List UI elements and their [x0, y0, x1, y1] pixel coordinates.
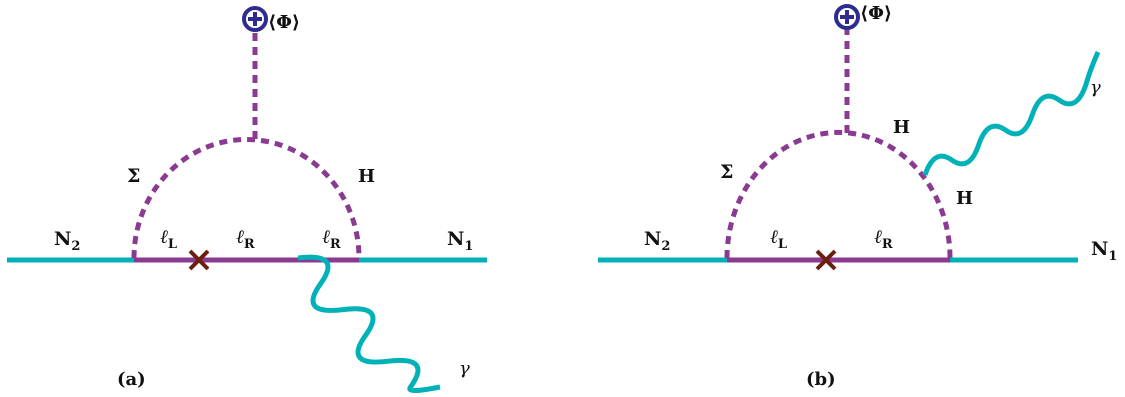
h-label: H [358, 166, 375, 187]
photon-wave [297, 254, 441, 393]
caption-a: (a) [117, 369, 146, 390]
vev-label: ⟨Φ⟩ [268, 12, 300, 33]
circled-plus-icon [242, 6, 268, 32]
h-upper-label: H [893, 117, 910, 138]
lepton-l-label: ℓL [160, 226, 177, 252]
scalar-loop-arc [724, 130, 953, 259]
caption-b: (b) [806, 369, 836, 390]
photon-label: γ [1090, 77, 1101, 98]
photon-wave [922, 50, 1101, 176]
n2-label: N2 [54, 228, 80, 254]
diagram-a: ⟨Φ⟩ N2 N1 Σ H ℓL ℓR ℓR γ (a) [7, 6, 487, 393]
n2-label: N2 [644, 228, 670, 254]
diagram-b: ⟨Φ⟩ N2 N1 Σ H H ℓL ℓR γ (b) [598, 3, 1117, 390]
lepton-r-label: ℓR [322, 226, 341, 252]
cross-icon [815, 249, 837, 271]
cross-icon [188, 249, 210, 271]
n1-label: N1 [1091, 238, 1117, 264]
vev-label: ⟨Φ⟩ [860, 3, 892, 24]
circled-plus-icon [834, 4, 860, 30]
photon-label: γ [459, 358, 470, 379]
sigma-label: Σ [127, 165, 140, 187]
n1-label: N1 [447, 228, 473, 254]
h-lower-label: H [956, 188, 973, 209]
lepton-r-label: ℓR [874, 226, 893, 252]
lepton-r-label: ℓR [236, 226, 255, 252]
sigma-label: Σ [720, 161, 733, 183]
lepton-l-label: ℓL [770, 226, 787, 252]
